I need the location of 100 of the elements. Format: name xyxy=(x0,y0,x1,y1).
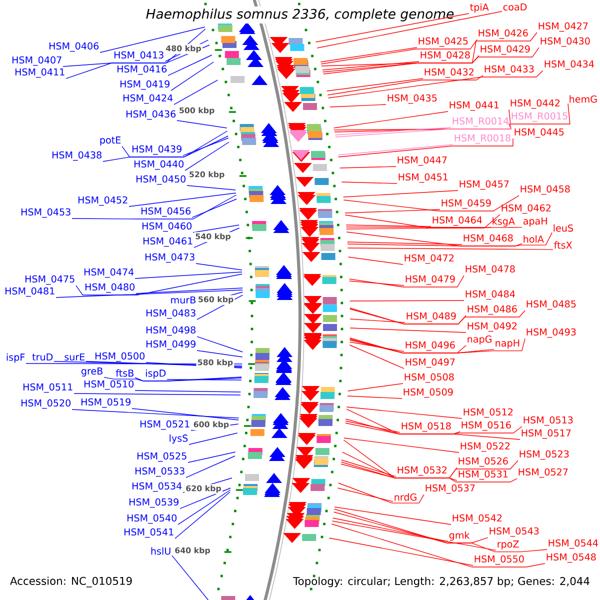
leader-line xyxy=(166,379,242,380)
leader-line xyxy=(346,232,552,246)
gene-label: HSM_0498 xyxy=(146,326,196,336)
gene-label: HSM_0426 xyxy=(478,29,528,39)
leader-line xyxy=(322,61,420,70)
gene-label: murB xyxy=(171,296,196,304)
leader-line xyxy=(346,226,522,230)
gene-label: lysS xyxy=(170,434,188,444)
leader-line xyxy=(328,538,474,566)
leader-line xyxy=(128,192,236,207)
leader-line xyxy=(347,243,522,246)
leader-line xyxy=(348,275,464,288)
leader-line xyxy=(343,195,520,212)
gene-label: HSM_0513 xyxy=(524,416,573,426)
gene-label: gmk xyxy=(449,531,470,541)
leader-line xyxy=(346,406,462,419)
leader-line xyxy=(122,130,228,158)
leader-line xyxy=(349,338,466,354)
gene-label: HSM_0497 xyxy=(406,358,455,368)
leader-line xyxy=(347,248,554,250)
leader-line xyxy=(100,26,206,53)
gene-label: napG xyxy=(468,335,492,345)
gene-label: HSM_R0014 xyxy=(452,117,509,127)
gene-label: HSM_0508 xyxy=(404,373,454,383)
gene-label: tpiA xyxy=(470,3,489,13)
leader-line xyxy=(341,182,398,184)
leader-line xyxy=(349,342,404,352)
leader-line xyxy=(66,44,210,79)
leader-line xyxy=(345,420,400,433)
gene-label: HSM_0548 xyxy=(546,553,596,563)
gene-label: HSM_0445 xyxy=(514,128,564,138)
gene-label: HSM_0462 xyxy=(502,204,551,214)
leader-line xyxy=(334,127,452,136)
leader-line xyxy=(174,80,218,105)
leader-line xyxy=(334,508,488,544)
leader-line xyxy=(342,452,458,478)
leader-line xyxy=(345,418,460,434)
gene-label: HSM_0468 xyxy=(464,234,513,244)
leader-line xyxy=(343,440,518,478)
gene-label: HSM_0447 xyxy=(398,156,447,166)
leader-line xyxy=(338,138,514,158)
leader-line xyxy=(74,393,241,396)
gene-label: apaH xyxy=(523,218,547,226)
gene-label: holA xyxy=(524,235,544,243)
leader-line xyxy=(326,78,424,92)
leader-line xyxy=(134,390,242,392)
gene-label: HSM_0522 xyxy=(460,442,510,452)
gene-label: HSM_0461 xyxy=(143,237,192,247)
gene-label: hslU xyxy=(151,547,170,555)
leader-line xyxy=(174,492,230,539)
gene-label: HSM_0441 xyxy=(450,101,499,111)
gene-label: HSM_0520 xyxy=(21,399,71,409)
leader-line xyxy=(76,274,242,296)
leader-line xyxy=(321,32,538,66)
gene-label: HSM_0496 xyxy=(406,341,455,351)
leader-line xyxy=(349,340,494,354)
leader-line xyxy=(347,383,404,392)
leader-line xyxy=(132,408,239,420)
gene-label: ispF xyxy=(6,353,25,363)
gene-label: HSM_0450 xyxy=(136,175,186,185)
gene-label: HSM_0499 xyxy=(146,340,196,350)
footer-text: Accession: NC_010519 xyxy=(10,576,132,588)
gene-label: HSM_0453 xyxy=(21,208,70,218)
leader-line xyxy=(350,338,526,354)
leader-line xyxy=(344,214,500,228)
gene-label: coaD xyxy=(503,3,527,11)
leader-line xyxy=(346,408,522,434)
gene-label: HSM_0427 xyxy=(538,22,588,32)
leader-line xyxy=(316,11,502,48)
leader-line xyxy=(56,290,243,298)
gene-label: HSM_0516 xyxy=(462,421,511,431)
gene-label: HSM_0509 xyxy=(404,388,453,398)
gene-label: HSM_0486 xyxy=(468,305,517,315)
gene-label: HSM_0407 xyxy=(12,56,62,66)
gene-label: HSM_0481 xyxy=(5,287,54,297)
gene-label: HSM_0464 xyxy=(432,216,482,226)
gene-label: HSM_0451 xyxy=(398,173,448,183)
gene-label: HSM_0550 xyxy=(474,555,524,565)
gene-label: HSM_0413 xyxy=(114,51,164,61)
gene-label: greB xyxy=(81,368,102,376)
leader-line xyxy=(184,142,230,171)
gene-label: HSM_0458 xyxy=(520,185,570,195)
leader-line xyxy=(346,242,462,245)
leader-line xyxy=(341,460,396,477)
title: Haemophilus somnus 2336, complete genome xyxy=(144,6,456,24)
gene-label: HSM_0474 xyxy=(84,268,134,278)
gene-label: HSM_0440 xyxy=(134,160,184,170)
gene-label: truD xyxy=(32,353,53,361)
leader-line xyxy=(332,520,496,551)
leader-line xyxy=(102,136,228,162)
footer-text: Topology: circular; Length: 2,263,857 bp; Genes: 2,044 xyxy=(293,576,590,588)
gene-label: HSM_0489 xyxy=(406,312,456,322)
gene-label: HSM_0434 xyxy=(544,60,594,70)
gene-label: nrdG xyxy=(394,493,416,501)
gene-label: HSM_0510 xyxy=(84,380,134,390)
leader-line xyxy=(170,62,214,91)
gene-label: napH xyxy=(496,340,520,348)
gene-label: HSM_0432 xyxy=(424,68,474,78)
gene-label: HSM_0537 xyxy=(426,484,475,494)
gene-label: rpoZ xyxy=(498,540,519,550)
